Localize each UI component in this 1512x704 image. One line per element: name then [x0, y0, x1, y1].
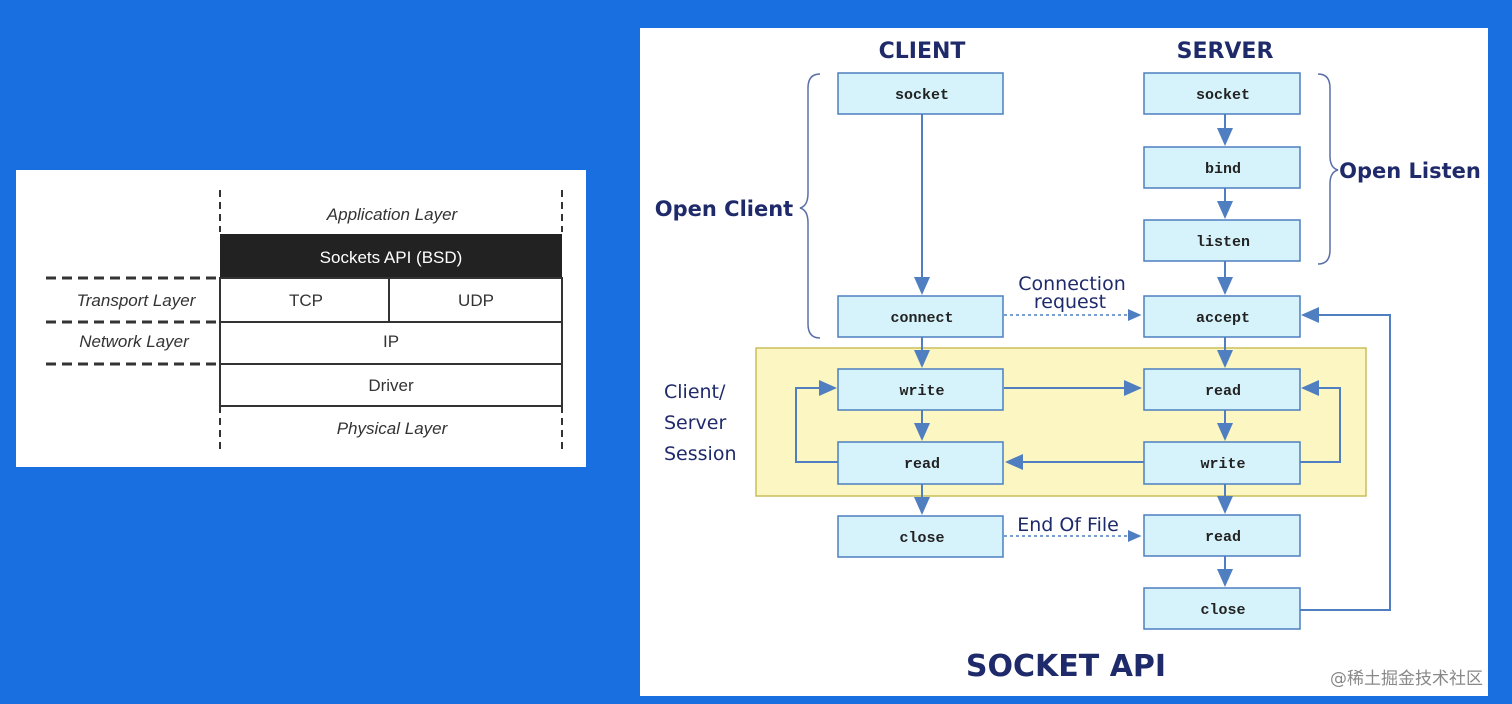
open-listen-label: Open Listen [1339, 159, 1481, 183]
client-read-label: read [904, 456, 940, 473]
watermark: @稀土掘金技术社区 [1330, 669, 1483, 689]
application-layer-label: Application Layer [326, 205, 459, 224]
client-read-box [837, 441, 1004, 485]
server-write-box [1143, 441, 1301, 485]
server-socket-label: socket [1196, 87, 1250, 104]
tcp-label: TCP [289, 291, 323, 310]
open-client-brace [799, 73, 821, 339]
layer-stack-svg: Application Layer Sockets API (BSD) Tran… [46, 190, 563, 450]
open-listen-brace [1317, 73, 1339, 265]
udp-label: UDP [458, 291, 494, 310]
server-close-box [1143, 587, 1301, 630]
server-read2-box [1143, 514, 1301, 557]
server-write-label: write [1200, 456, 1245, 473]
client-socket-box [837, 72, 1004, 115]
client-socket-label: socket [895, 87, 949, 104]
server-socket-box [1143, 72, 1301, 115]
server-bind-label: bind [1205, 161, 1241, 178]
client-header: CLIENT [879, 39, 966, 64]
transport-row [219, 277, 563, 323]
session-label-line1: Client/ [664, 381, 726, 403]
session-label-line3: Session [664, 443, 737, 465]
end-of-file-label: End Of File [1017, 514, 1119, 536]
physical-layer-label: Physical Layer [337, 419, 449, 438]
connection-request-line2: request [1034, 291, 1106, 313]
server-header: SERVER [1177, 39, 1274, 64]
open-client-label: Open Client [655, 197, 793, 221]
client-write-box [837, 368, 1004, 411]
client-close-label: close [899, 530, 944, 547]
connection-request-line1: Connection [1018, 273, 1126, 295]
server-accept-label: accept [1196, 310, 1250, 327]
server-read-box [1143, 368, 1301, 411]
socket-api-svg: CLIENT SERVER Open Client Open Listen Cl… [655, 39, 1481, 684]
ip-label: IP [383, 332, 399, 351]
arrow-server-loop [1300, 380, 1341, 463]
server-read-label: read [1205, 383, 1241, 400]
arrow-close-to-accept [1300, 307, 1391, 611]
driver-label: Driver [368, 376, 414, 395]
client-connect-box [837, 295, 1004, 338]
transport-layer-label: Transport Layer [77, 291, 197, 310]
server-listen-label: listen [1196, 234, 1250, 251]
network-layer-label: Network Layer [79, 332, 190, 351]
server-read2-label: read [1205, 529, 1241, 546]
client-close-box [837, 515, 1004, 558]
server-bind-box [1143, 146, 1301, 189]
network-row [219, 321, 563, 365]
sockets-api-label: Sockets API (BSD) [320, 248, 463, 267]
layer-stack-diagram: Application Layer Sockets API (BSD) Tran… [16, 170, 586, 467]
server-listen-box [1143, 219, 1301, 262]
server-accept-box [1143, 295, 1301, 338]
server-close-label: close [1200, 602, 1245, 619]
arrow-client-loop [795, 380, 838, 463]
session-label-line2: Server [664, 412, 726, 434]
driver-row [219, 363, 563, 407]
socket-api-title: SOCKET API [966, 649, 1166, 684]
sockets-api-bar [220, 234, 562, 278]
socket-api-diagram: CLIENT SERVER Open Client Open Listen Cl… [640, 28, 1488, 696]
client-write-label: write [899, 383, 944, 400]
client-connect-label: connect [890, 310, 953, 327]
